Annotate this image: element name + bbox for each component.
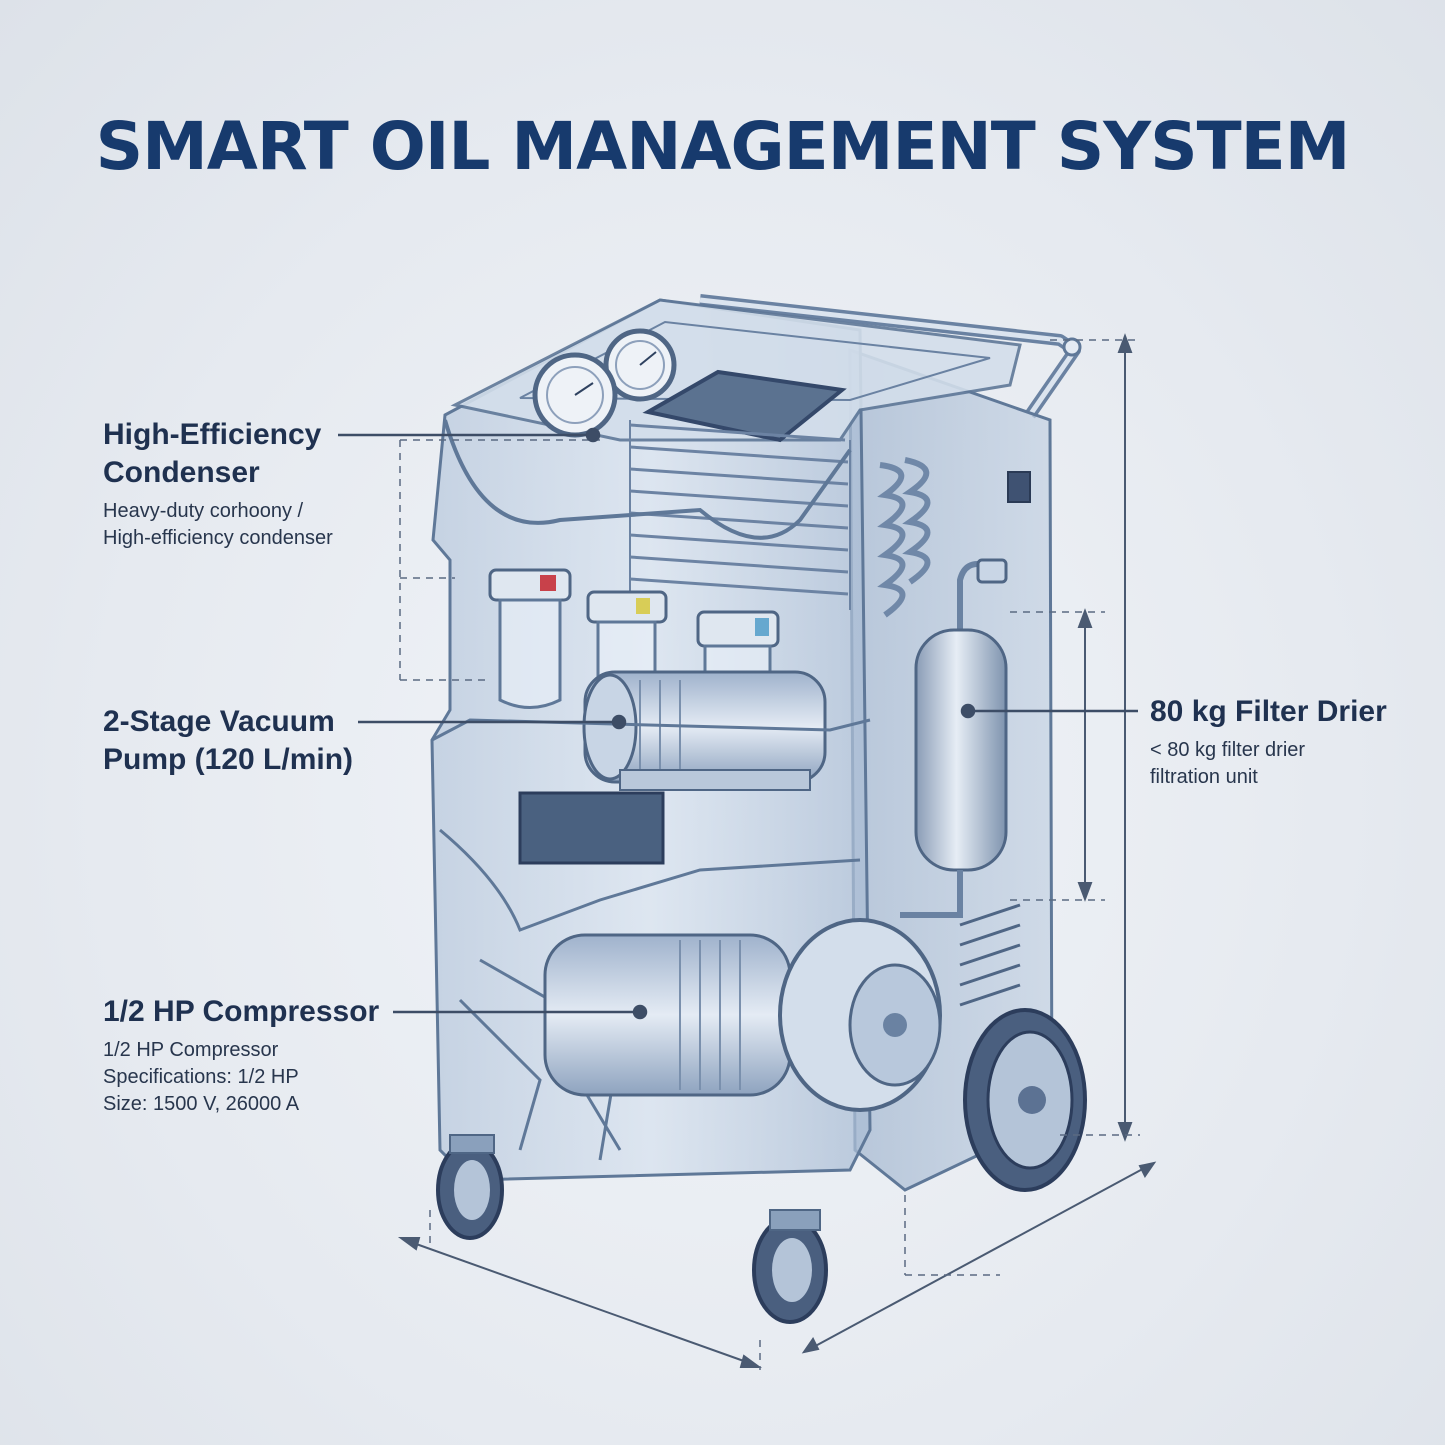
condenser-desc-line1: Heavy-duty corhoony / xyxy=(103,500,304,522)
page-title: SMART OIL MANAGEMENT SYSTEM xyxy=(95,108,1351,185)
filter-drier-desc-line1: < 80 kg filter drier xyxy=(1150,739,1306,761)
rear-wheel xyxy=(963,1008,1087,1192)
handle-bar xyxy=(699,294,1082,419)
condenser-heading-line1: High-Efficiency xyxy=(103,418,322,451)
compressor-desc-line2: Specifications: 1/2 HP xyxy=(103,1066,299,1088)
dimension-lines xyxy=(397,333,1157,1368)
callout-compressor: 1/2 HP Compressor 1/2 HP Compressor Spec… xyxy=(103,993,379,1118)
filter-drier-heading: 80 kg Filter Drier xyxy=(1150,695,1387,728)
pressure-gauges xyxy=(532,328,677,438)
condenser-heading-line2: Condenser xyxy=(103,456,260,489)
vacuum-heading-line2: Pump (120 L/min) xyxy=(103,743,354,776)
filter-drier xyxy=(900,558,1008,918)
callout-vacuum-pump: 2-Stage Vacuum Pump (120 L/min) xyxy=(103,703,353,779)
compressor-heading: 1/2 HP Compressor xyxy=(103,995,380,1028)
compressor-desc-line3: Size: 1500 V, 26000 A xyxy=(103,1093,300,1115)
compressor xyxy=(543,918,942,1112)
control-screen xyxy=(642,369,847,443)
caster-wheels xyxy=(436,1134,828,1324)
power-switch xyxy=(1007,471,1031,503)
condenser-desc-line2: High-efficiency condenser xyxy=(103,527,333,549)
vacuum-heading-line1: 2-Stage Vacuum xyxy=(103,705,335,738)
callout-condenser: High-Efficiency Condenser Heavy-duty cor… xyxy=(103,416,333,552)
side-copper-coils xyxy=(877,457,931,618)
condenser-coil xyxy=(629,420,851,610)
display-panel xyxy=(518,791,665,865)
callout-leaders xyxy=(338,427,1138,1020)
callout-filter-drier: 80 kg Filter Drier < 80 kg filter drier … xyxy=(1150,693,1387,791)
vacuum-pump xyxy=(582,670,827,791)
side-vents xyxy=(959,903,1021,1007)
compressor-desc-line1: 1/2 HP Compressor xyxy=(103,1039,279,1061)
filter-drier-desc-line2: filtration unit xyxy=(1150,766,1258,788)
